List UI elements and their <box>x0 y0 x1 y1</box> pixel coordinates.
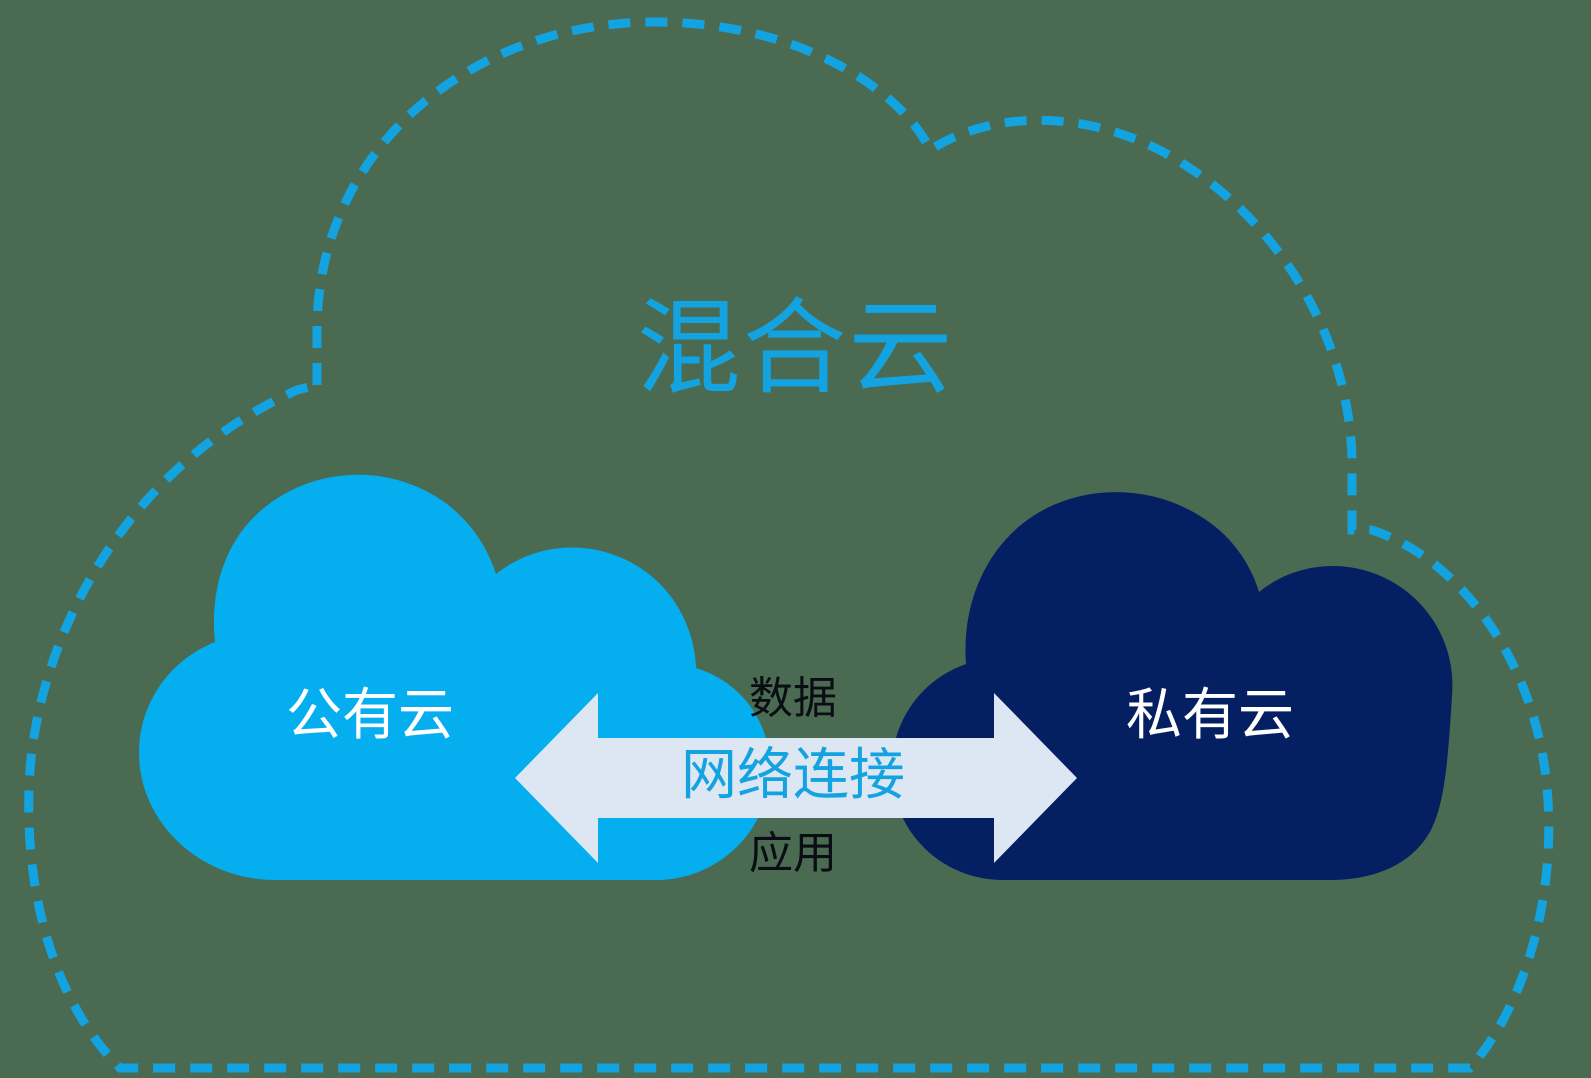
bidirectional-arrow[interactable] <box>515 693 1077 863</box>
private-cloud-node[interactable] <box>891 492 1453 880</box>
bidirectional-arrow-shape <box>515 693 1077 863</box>
public-cloud-node[interactable] <box>139 474 771 880</box>
public-cloud-shape <box>139 474 771 880</box>
private-cloud-shape <box>891 492 1453 880</box>
hybrid-cloud-dashed-boundary <box>24 17 1554 1073</box>
